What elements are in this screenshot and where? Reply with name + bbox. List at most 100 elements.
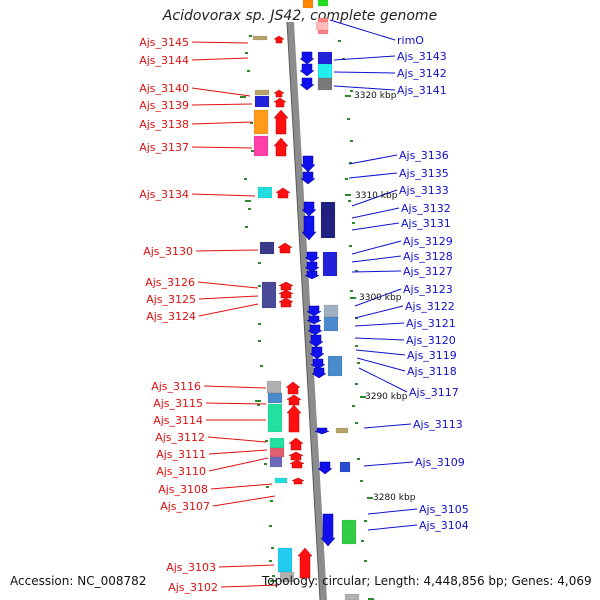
reverse-gene-arrow xyxy=(320,513,336,547)
gene-label-ajs-3130: Ajs_3130 xyxy=(143,245,193,258)
scale-label: 3290 kbp xyxy=(365,392,408,402)
tick-mark xyxy=(258,340,261,342)
cds-block xyxy=(320,215,336,239)
tick-mark xyxy=(350,90,353,92)
leader-line xyxy=(354,288,402,307)
leader-line xyxy=(363,461,414,467)
leader-line xyxy=(203,385,267,389)
cds-block xyxy=(279,571,295,583)
gene-label-ajs-3142: Ajs_3142 xyxy=(397,67,447,80)
scale-tick xyxy=(270,580,276,582)
tick-mark xyxy=(272,575,275,577)
cds-block xyxy=(339,461,351,473)
tick-mark xyxy=(355,345,358,347)
forward-gene-arrow xyxy=(285,381,301,395)
reverse-gene-arrow xyxy=(308,334,324,348)
tick-mark xyxy=(350,290,353,292)
cds-block xyxy=(266,380,282,394)
leader-line xyxy=(191,146,253,149)
gene-label-ajs-3103: Ajs_3103 xyxy=(166,561,216,574)
tick-mark xyxy=(270,500,273,502)
tick-mark xyxy=(357,362,360,364)
reverse-gene-arrow xyxy=(317,461,333,475)
cds-block xyxy=(323,304,339,318)
gene-label-ajs-3131: Ajs_3131 xyxy=(401,217,451,230)
gene-label-ajs-3112: Ajs_3112 xyxy=(155,431,205,444)
reverse-gene-arrow xyxy=(314,427,330,435)
leader-line xyxy=(195,249,259,252)
scale-label: 3320 kbp xyxy=(354,91,397,101)
cds-block xyxy=(252,35,268,41)
cds-block xyxy=(267,392,283,404)
tick-mark xyxy=(338,40,341,42)
cds-block xyxy=(261,281,277,309)
tick-mark xyxy=(269,560,272,562)
gene-label-ajs-3109: Ajs_3109 xyxy=(415,456,465,469)
tick-mark xyxy=(348,200,351,202)
gene-label-ajs-3135: Ajs_3135 xyxy=(399,167,449,180)
tick-mark xyxy=(347,118,350,120)
leader-line xyxy=(212,495,276,507)
forward-gene-arrow xyxy=(286,394,302,406)
leader-line xyxy=(191,121,253,125)
cds-block xyxy=(315,21,329,31)
tick-mark xyxy=(266,486,269,488)
tick-mark xyxy=(361,540,364,542)
leader-line xyxy=(355,349,406,356)
tick-mark xyxy=(249,35,252,37)
gene-label-ajs-3111: Ajs_3111 xyxy=(156,448,206,461)
gene-label-ajs-3126: Ajs_3126 xyxy=(145,276,195,289)
reverse-gene-arrow xyxy=(300,155,316,173)
scale-tick xyxy=(368,598,374,600)
gene-label-ajs-3132: Ajs_3132 xyxy=(401,202,451,215)
tick-mark xyxy=(244,178,247,180)
cds-block xyxy=(317,77,333,91)
tick-mark xyxy=(350,140,353,142)
leader-line xyxy=(354,337,405,341)
tick-mark xyxy=(360,480,363,482)
leader-line xyxy=(348,154,398,165)
scale-tick xyxy=(360,396,366,398)
gene-features-group xyxy=(252,0,360,600)
gene-label-ajs-3123: Ajs_3123 xyxy=(403,283,453,296)
leader-line xyxy=(191,57,249,61)
leader-line xyxy=(354,322,405,327)
gene-label-rimo: rimO xyxy=(397,34,424,47)
tick-mark xyxy=(357,458,360,460)
scale-tick xyxy=(367,497,373,499)
gene-label-ajs-3127: Ajs_3127 xyxy=(403,265,453,278)
cds-block xyxy=(344,593,360,600)
forward-gene-arrow xyxy=(289,459,305,469)
backbone-edge xyxy=(286,21,321,600)
tick-marks-group xyxy=(240,35,374,600)
leader-line xyxy=(197,281,259,289)
tick-mark xyxy=(264,463,267,465)
cds-block xyxy=(269,456,283,468)
gene-label-ajs-3102: Ajs_3102 xyxy=(168,581,218,594)
leader-line xyxy=(198,303,259,317)
tick-mark xyxy=(257,404,260,406)
tick-mark xyxy=(265,440,268,442)
forward-gene-arrow xyxy=(288,451,304,461)
reverse-gene-arrow xyxy=(307,324,323,336)
gene-label-ajs-3143: Ajs_3143 xyxy=(397,50,447,63)
leader-line xyxy=(351,270,402,273)
tick-mark xyxy=(251,150,254,152)
gene-label-ajs-3145: Ajs_3145 xyxy=(139,36,189,49)
leader-line xyxy=(367,524,418,531)
cds-block xyxy=(269,437,285,449)
reverse-gene-arrow xyxy=(304,251,320,263)
leader-line xyxy=(333,71,396,74)
reverse-gene-arrow xyxy=(311,367,327,379)
gene-label-ajs-3133: Ajs_3133 xyxy=(399,184,449,197)
leader-line xyxy=(351,189,398,207)
reverse-gene-arrow xyxy=(299,77,315,91)
cds-block xyxy=(323,316,339,332)
leader-line xyxy=(354,305,404,319)
reverse-gene-arrow xyxy=(309,346,325,360)
gene-label-ajs-3113: Ajs_3113 xyxy=(413,418,463,431)
tick-mark xyxy=(355,270,358,272)
forward-gene-arrow xyxy=(278,289,294,299)
forward-gene-arrow xyxy=(273,109,289,135)
gene-label-ajs-3138: Ajs_3138 xyxy=(139,118,189,131)
